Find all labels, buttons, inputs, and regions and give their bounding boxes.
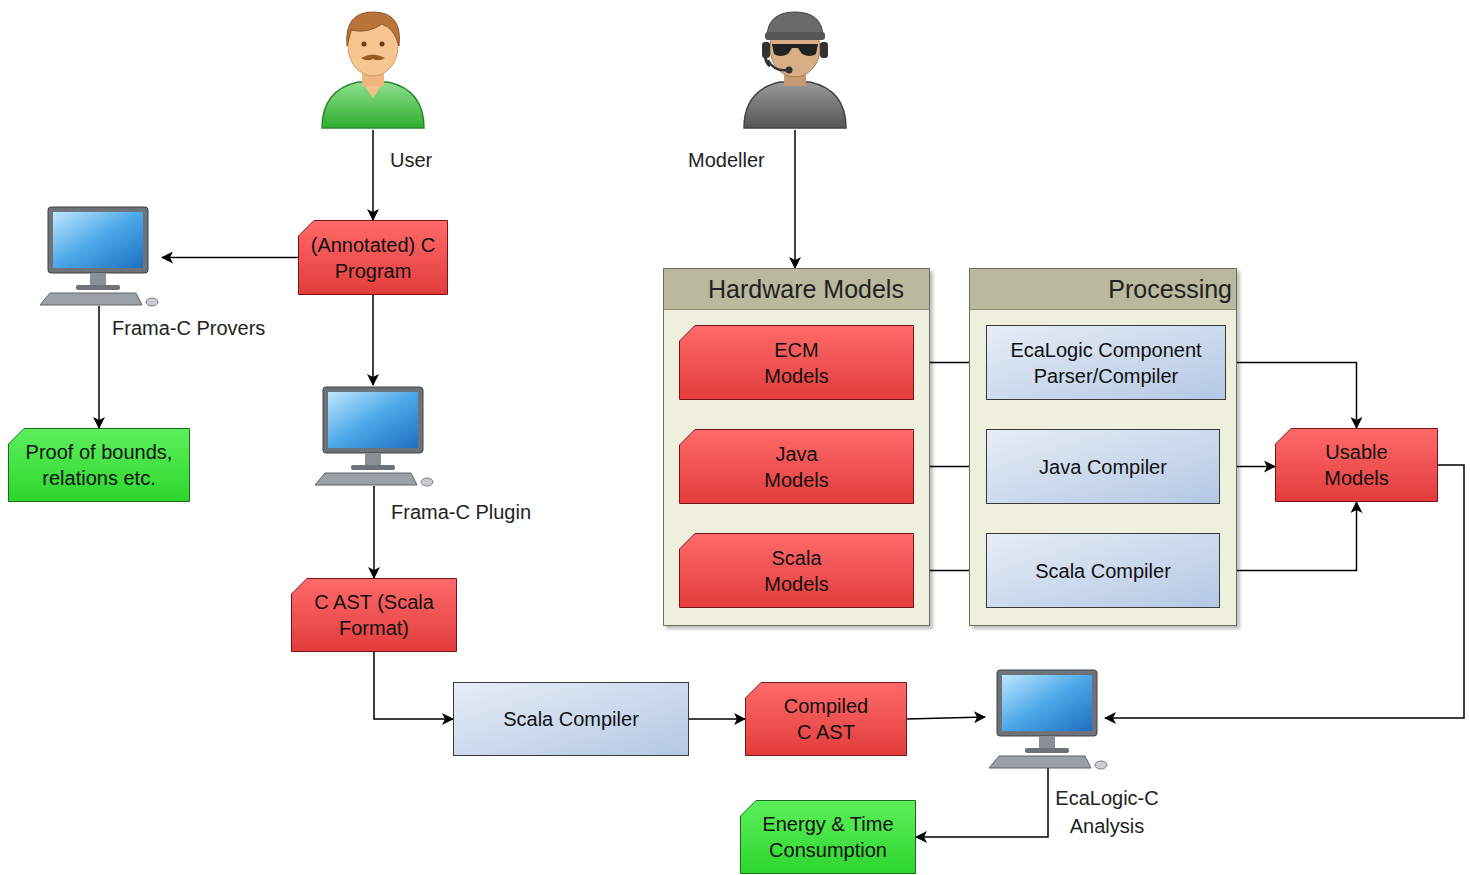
box-content: Energy & Time Consumption (740, 800, 916, 874)
result-box: Energy & Time Consumption (740, 800, 916, 874)
box-text: Java Compiler (1039, 454, 1167, 480)
box-content: Compiled C AST (745, 682, 907, 756)
box-content: Scala Compiler (986, 533, 1220, 608)
box-text: Scala Compiler (503, 706, 639, 732)
computer-icon: EcaLogic-C Analysis (985, 668, 1111, 773)
box-outline (679, 533, 914, 608)
box-text: Proof of bounds, relations etc. (16, 439, 182, 491)
box-outline (679, 429, 914, 504)
box-text: EcaLogic Component Parser/Compiler (994, 337, 1218, 389)
process-box: Scala Compiler (453, 682, 689, 756)
box-content: Proof of bounds, relations etc. (8, 428, 190, 502)
artifact-box: ECM Models (679, 325, 914, 400)
artifact-box: C AST (Scala Format) (291, 578, 457, 652)
icon-label: Frama-C Provers (112, 314, 265, 342)
box-content: EcaLogic Component Parser/Compiler (986, 325, 1226, 400)
arrow-connector (907, 717, 985, 719)
group-panel: ProcessingEcaLogic Component Parser/Comp… (969, 268, 1237, 626)
arrow-connector (162, 257, 298, 259)
box-text: Usable Models (1312, 439, 1402, 491)
process-box: Java Compiler (986, 429, 1220, 504)
person-illustration (740, 8, 850, 130)
process-box: EcaLogic Component Parser/Compiler (986, 325, 1226, 400)
computer-illustration (985, 668, 1111, 773)
arrow-connector (372, 295, 374, 385)
artifact-box: (Annotated) C Program (298, 220, 448, 295)
box-outline (298, 220, 448, 295)
panel-title: Processing (1108, 273, 1232, 305)
arrow-connector (689, 718, 745, 720)
box-text: Scala Compiler (1035, 558, 1171, 584)
box-content: Java Models (679, 429, 914, 504)
box-outline (8, 428, 190, 502)
arrow-connector (916, 767, 1048, 837)
box-text: Compiled C AST (781, 693, 871, 745)
box-content: Usable Models (1275, 428, 1438, 502)
icon-label: Frama-C Plugin (391, 498, 531, 526)
box-outline (745, 682, 907, 756)
box-content: Java Compiler (986, 429, 1220, 504)
box-outline (740, 800, 916, 874)
box-content: ECM Models (679, 325, 914, 400)
arrow-connector (373, 486, 375, 578)
box-content: (Annotated) C Program (298, 220, 448, 295)
computer-icon: Frama-C Provers (36, 205, 162, 310)
group-panel: Hardware ModelsECM ModelsJava ModelsScal… (663, 268, 930, 626)
arrow-connector (1226, 363, 1357, 429)
arrow-connector (1220, 502, 1357, 571)
process-box: Scala Compiler (986, 533, 1220, 608)
box-outline (291, 578, 457, 652)
person-icon: User (318, 8, 428, 130)
box-text: Energy & Time Consumption (748, 811, 908, 863)
icon-label: Modeller (688, 146, 765, 174)
computer-icon: Frama-C Plugin (311, 385, 437, 490)
person-illustration (318, 8, 428, 130)
person-icon: Modeller (740, 8, 850, 130)
artifact-box: Usable Models (1275, 428, 1438, 502)
box-text: C AST (Scala Format) (299, 589, 449, 641)
panel-title: Hardware Models (708, 273, 904, 305)
box-text: ECM Models (752, 337, 842, 389)
box-content: Scala Compiler (453, 682, 689, 756)
box-content: Scala Models (679, 533, 914, 608)
arrow-connector (374, 652, 453, 719)
artifact-box: Java Models (679, 429, 914, 504)
box-outline (679, 325, 914, 400)
box-text: Scala Models (752, 545, 842, 597)
box-outline (986, 325, 1226, 400)
artifact-box: Compiled C AST (745, 682, 907, 756)
computer-illustration (311, 385, 437, 490)
arrow-connector (98, 306, 100, 428)
box-text: Java Models (752, 441, 842, 493)
box-outline (1275, 428, 1438, 502)
arrow-connector (794, 130, 796, 268)
box-content: C AST (Scala Format) (291, 578, 457, 652)
arrow-connector (372, 130, 374, 220)
icon-label: User (390, 146, 432, 174)
artifact-box: Scala Models (679, 533, 914, 608)
box-text: (Annotated) C Program (308, 232, 438, 284)
computer-illustration (36, 205, 162, 310)
icon-label: EcaLogic-C Analysis (1037, 784, 1177, 840)
result-box: Proof of bounds, relations etc. (8, 428, 190, 502)
